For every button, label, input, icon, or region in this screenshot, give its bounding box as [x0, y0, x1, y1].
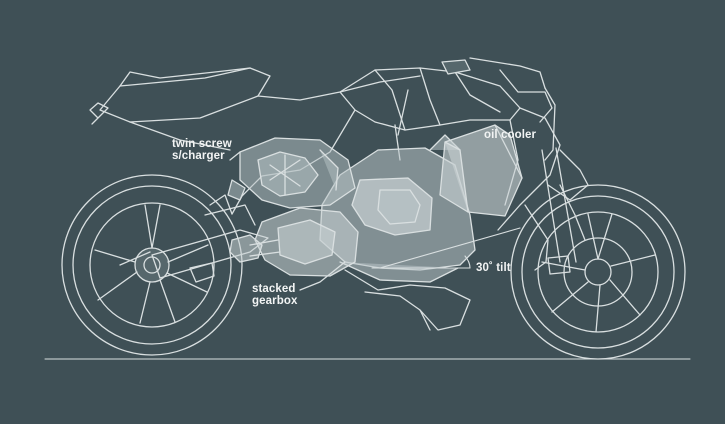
lower-fairing — [344, 269, 471, 331]
label-line: twin screw — [172, 138, 232, 150]
rear-wheel — [61, 174, 243, 356]
front-end — [441, 57, 589, 275]
front-wheel — [510, 184, 686, 360]
label-oil-cooler: oil cooler — [484, 129, 537, 141]
label-twin-screw-supercharger: twin screw s/charger — [172, 138, 232, 162]
oil-cooler — [439, 124, 523, 217]
label-line: stacked — [252, 283, 296, 295]
label-line: gearbox — [252, 295, 298, 307]
label-stacked-gearbox: stacked gearbox — [252, 283, 297, 307]
tail-section — [89, 67, 421, 151]
gearbox — [229, 207, 359, 277]
label-tilt-angle: 30˚ tilt — [476, 262, 511, 274]
engine-block — [319, 134, 476, 283]
exhaust-and-misc — [209, 151, 346, 291]
label-line: s/charger — [172, 150, 225, 162]
supercharger — [227, 137, 356, 209]
tilt-indicator — [371, 227, 521, 269]
